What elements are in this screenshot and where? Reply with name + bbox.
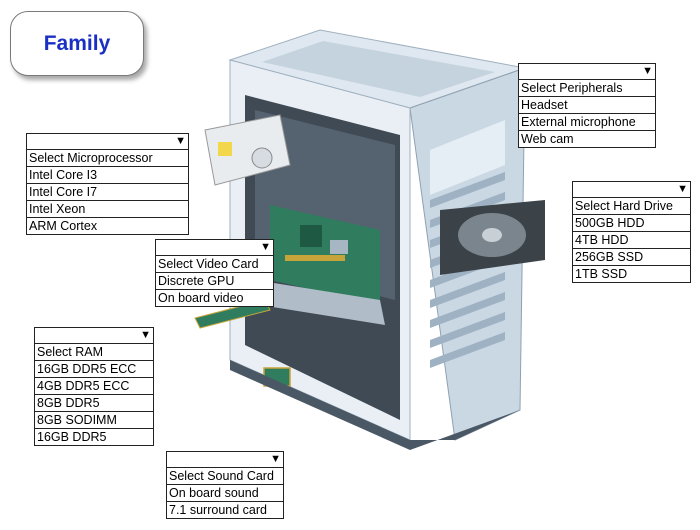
dropdown-option[interactable]: Discrete GPU [156,273,273,290]
dropdown-option[interactable]: Select Video Card [156,256,273,273]
dropdown-option[interactable]: Intel Core I3 [27,167,188,184]
videocard-dropdown[interactable]: ▼ Select Video Card Discrete GPU On boar… [155,239,274,307]
dropdown-option[interactable]: 4GB DDR5 ECC [35,378,153,395]
dropdown-option[interactable]: Select Sound Card [167,468,283,485]
soundcard-dropdown-header[interactable]: ▼ [167,452,283,468]
peripherals-dropdown-header[interactable]: ▼ [519,64,655,80]
dropdown-option[interactable]: 8GB SODIMM [35,412,153,429]
dropdown-option[interactable]: Select RAM [35,344,153,361]
chevron-down-icon[interactable]: ▼ [677,183,688,195]
chevron-down-icon[interactable]: ▼ [270,453,281,465]
dropdown-option[interactable]: Web cam [521,132,574,146]
dropdown-option[interactable]: Intel Xeon [27,201,188,218]
dropdown-option[interactable]: 16GB DDR5 [37,430,107,444]
videocard-dropdown-header[interactable]: ▼ [156,240,273,256]
harddrive-dropdown[interactable]: ▼ Select Hard Drive 500GB HDD 4TB HDD 25… [572,181,691,283]
dropdown-option[interactable]: Select Microprocessor [27,150,188,167]
dropdown-option[interactable]: On board video [158,291,244,305]
dropdown-option[interactable]: 7.1 surround card [169,503,267,517]
chevron-down-icon[interactable]: ▼ [140,329,151,341]
dropdown-option[interactable]: 256GB SSD [573,249,690,266]
dropdown-option[interactable]: External microphone [519,114,655,131]
family-tag: Family [10,11,144,76]
harddrive-dropdown-header[interactable]: ▼ [573,182,690,198]
dropdown-option[interactable]: Select Peripherals [519,80,655,97]
dropdown-option[interactable]: 8GB DDR5 [35,395,153,412]
microprocessor-dropdown-header[interactable]: ▼ [27,134,188,150]
dropdown-option[interactable]: Headset [519,97,655,114]
chevron-down-icon[interactable]: ▼ [642,65,653,77]
dropdown-option[interactable]: 1TB SSD [575,267,628,281]
family-label: Family [43,32,111,55]
dropdown-option[interactable]: 4TB HDD [573,232,690,249]
dropdown-option[interactable]: On board sound [167,485,283,502]
peripherals-dropdown[interactable]: ▼ Select Peripherals Headset External mi… [518,63,656,148]
soundcard-dropdown[interactable]: ▼ Select Sound Card On board sound 7.1 s… [166,451,284,519]
ram-dropdown[interactable]: ▼ Select RAM 16GB DDR5 ECC 4GB DDR5 ECC … [34,327,154,446]
dropdown-option[interactable]: 16GB DDR5 ECC [35,361,153,378]
dropdown-option[interactable]: ARM Cortex [29,219,98,233]
microprocessor-dropdown[interactable]: ▼ Select Microprocessor Intel Core I3 In… [26,133,189,235]
dropdown-option[interactable]: Intel Core I7 [27,184,188,201]
chevron-down-icon[interactable]: ▼ [260,241,271,253]
ram-dropdown-header[interactable]: ▼ [35,328,153,344]
dropdown-option[interactable]: 500GB HDD [573,215,690,232]
chevron-down-icon[interactable]: ▼ [175,135,186,147]
dropdown-option[interactable]: Select Hard Drive [573,198,690,215]
